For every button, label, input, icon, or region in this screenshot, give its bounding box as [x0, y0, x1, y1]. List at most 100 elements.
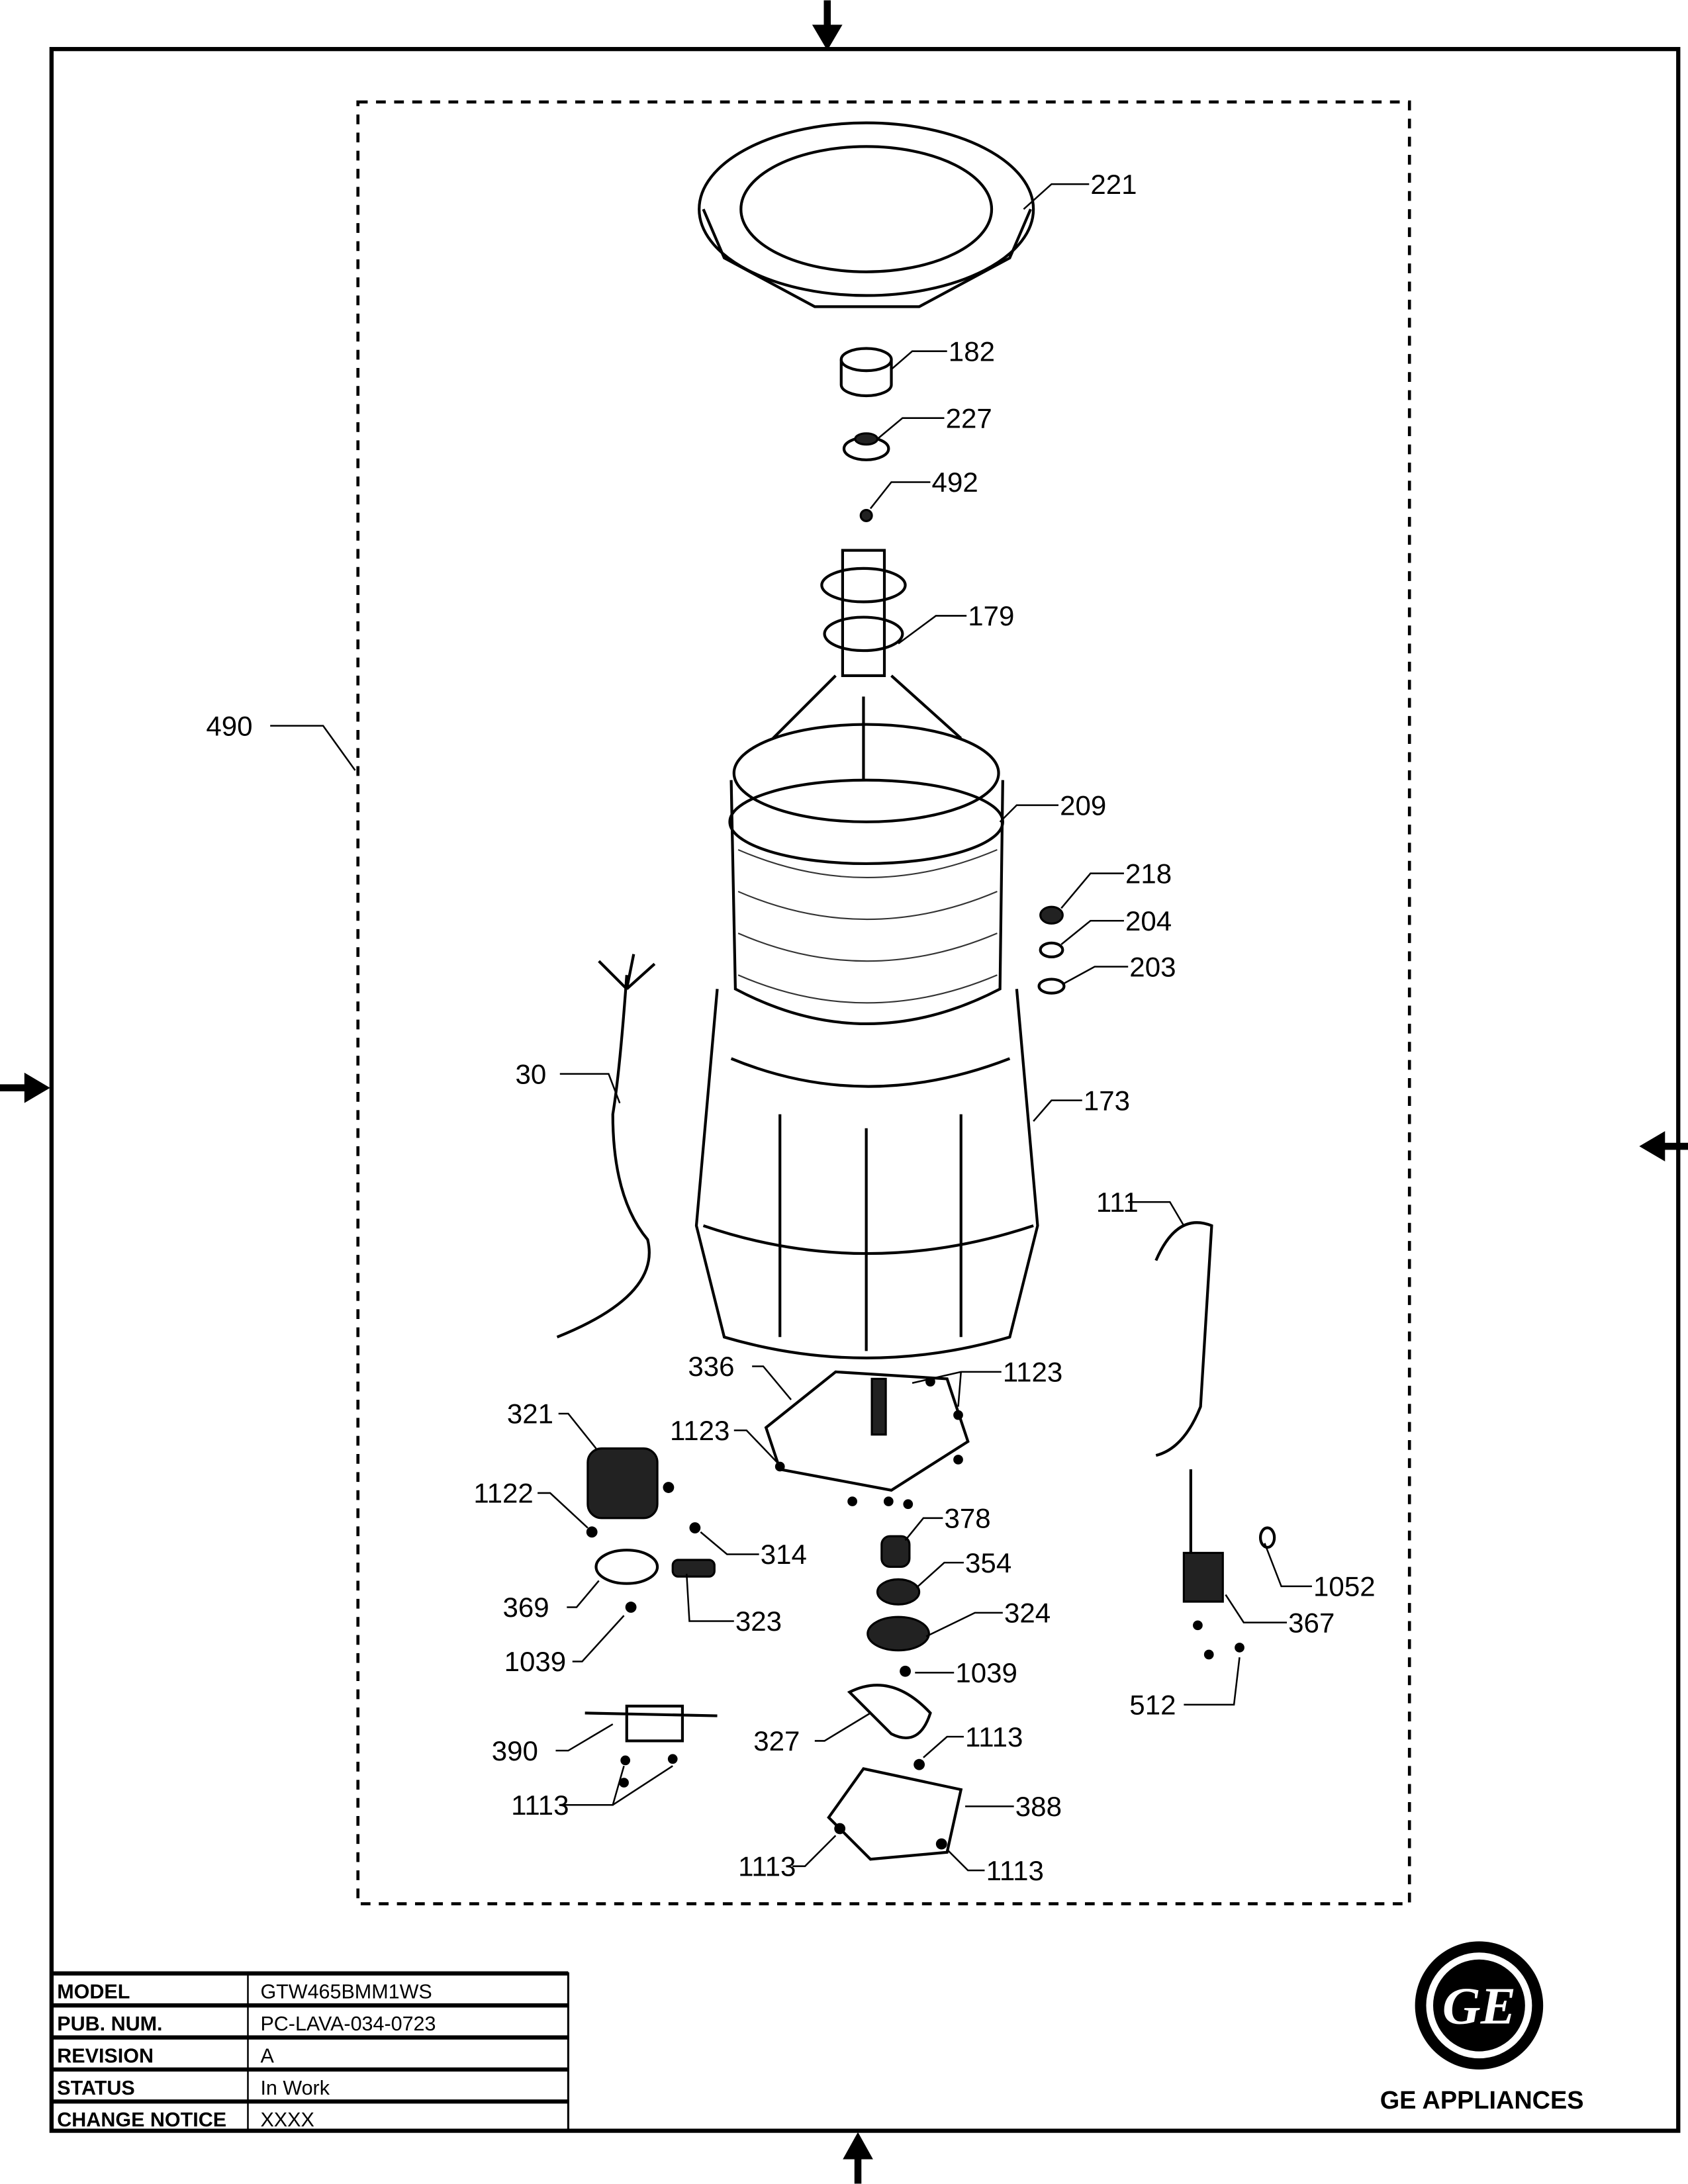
- part-327-belt: [847, 1684, 932, 1740]
- leader-line: [946, 1848, 985, 1872]
- callout-378: 378: [944, 1503, 990, 1534]
- leader-line: [733, 1430, 778, 1463]
- fasteners: [586, 1377, 1276, 1850]
- part-179-auger: [772, 549, 962, 780]
- callout-327: 327: [753, 1725, 800, 1756]
- leader-line: [558, 1412, 597, 1449]
- callout-1113: 1113: [965, 1721, 1023, 1752]
- ge-logo-monogram: GE: [1442, 1978, 1516, 2036]
- callout-221: 221: [1090, 169, 1137, 200]
- leader-line: [1225, 1594, 1288, 1623]
- leader-line: [915, 1561, 964, 1588]
- callout-490: 490: [206, 710, 252, 741]
- part-390-pump: [585, 1704, 718, 1743]
- title-block-value: A: [260, 2044, 274, 2067]
- leader-line: [538, 1492, 588, 1529]
- callout-1052: 1052: [1313, 1571, 1376, 1602]
- part-221-ring: [698, 121, 1035, 308]
- title-block-value: XXXX: [260, 2109, 314, 2131]
- callout-369: 369: [503, 1592, 549, 1623]
- leader-line: [1128, 1201, 1185, 1226]
- part-182-bushing: [839, 347, 893, 398]
- leader-line: [270, 725, 356, 771]
- callout-218: 218: [1125, 858, 1172, 889]
- ge-logo: GE: [1415, 1941, 1544, 2070]
- callout-1039: 1039: [504, 1646, 567, 1677]
- callout-512: 512: [1129, 1689, 1176, 1720]
- callout-179: 179: [968, 600, 1014, 631]
- part-209-basket: [728, 723, 1004, 1025]
- callout-323: 323: [735, 1606, 782, 1637]
- title-block-label: PUB. NUM.: [57, 2013, 162, 2035]
- callout-336: 336: [688, 1351, 734, 1382]
- callout-1123: 1123: [1003, 1357, 1062, 1388]
- callout-324: 324: [1004, 1598, 1051, 1629]
- part-173-tub: [694, 989, 1039, 1359]
- title-block-value: GTW465BMM1WS: [260, 1981, 432, 2003]
- callout-1039: 1039: [955, 1657, 1017, 1688]
- leader-line: [1063, 966, 1129, 984]
- leader-line: [904, 1517, 943, 1541]
- part-336-transmission: [764, 1370, 970, 1492]
- callout-1113: 1113: [511, 1790, 569, 1821]
- leader-line: [555, 1723, 614, 1752]
- leader-line: [876, 417, 945, 440]
- leader-line: [869, 481, 931, 510]
- title-block-label: STATUS: [57, 2077, 134, 2099]
- title-block-value: In Work: [260, 2077, 330, 2099]
- title-block-label: REVISION: [57, 2044, 154, 2067]
- callout-367: 367: [1288, 1607, 1335, 1638]
- callout-388: 388: [1015, 1791, 1062, 1822]
- callout-203: 203: [1129, 951, 1176, 982]
- parts-218-204-203-washers: [1037, 905, 1066, 995]
- leader-line: [1264, 1543, 1312, 1588]
- callout-204: 204: [1125, 905, 1172, 936]
- part-492-screw: [859, 508, 873, 522]
- leader-line: [792, 1835, 837, 1868]
- assembly-boundary: [356, 100, 1411, 1905]
- leader-lines: [270, 183, 1312, 1872]
- part-321-motor: [586, 1447, 659, 1520]
- leader-line: [1033, 1099, 1082, 1122]
- part-227-seal: [842, 432, 890, 461]
- callout-111: 111: [1096, 1187, 1139, 1218]
- leader-line: [1060, 872, 1124, 909]
- callout-1123: 1123: [670, 1415, 729, 1446]
- title-block-label: MODEL: [57, 1981, 130, 2003]
- parts-378-354-324-clutch: [867, 1535, 930, 1652]
- callout-173: 173: [1084, 1085, 1130, 1116]
- callout-labels: 2211822274921794902092182042033017311133…: [206, 169, 1375, 1886]
- leader-line: [925, 1612, 1003, 1637]
- title-block-value: PC-LAVA-034-0723: [260, 2013, 436, 2035]
- leader-line: [1060, 919, 1124, 945]
- part-369-pulley: [594, 1549, 659, 1585]
- leader-line: [923, 1735, 964, 1758]
- part-111-hose: [1154, 1221, 1213, 1457]
- brand-name: GE APPLIANCES: [1380, 2087, 1584, 2115]
- callout-1113: 1113: [986, 1855, 1044, 1886]
- callout-227: 227: [946, 402, 992, 433]
- callout-30: 30: [515, 1058, 546, 1089]
- callout-1113: 1113: [738, 1851, 796, 1882]
- part-30-harness: [556, 954, 656, 1339]
- callout-492: 492: [932, 467, 978, 498]
- part-323-switch: [671, 1559, 716, 1578]
- leader-line: [999, 804, 1059, 823]
- leader-line: [898, 615, 967, 645]
- leader-line: [752, 1365, 792, 1400]
- leader-line: [559, 1073, 621, 1104]
- leader-line: [814, 1712, 871, 1742]
- callout-354: 354: [965, 1547, 1011, 1578]
- leader-line: [572, 1615, 625, 1662]
- callout-314: 314: [761, 1539, 807, 1570]
- leader-line: [563, 1765, 673, 1806]
- leader-line: [1023, 183, 1090, 210]
- leader-line: [912, 1371, 1002, 1407]
- callout-182: 182: [949, 336, 995, 367]
- leader-line: [685, 1573, 734, 1622]
- title-block-label: CHANGE NOTICE: [57, 2109, 226, 2131]
- callout-1122: 1122: [473, 1478, 533, 1509]
